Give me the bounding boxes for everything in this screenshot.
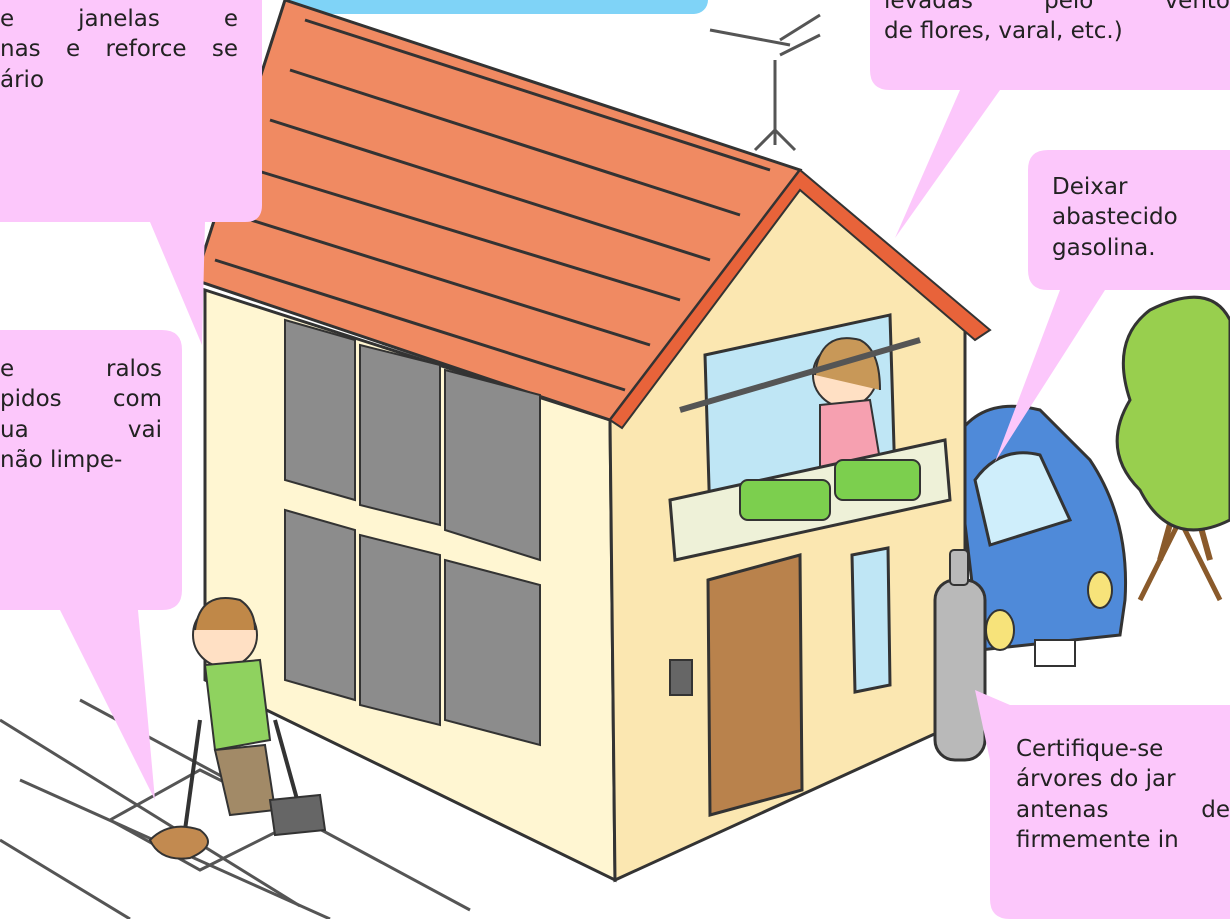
callout-line: Certifique-se	[1016, 736, 1164, 762]
callout-line: firmemente in	[1016, 827, 1179, 854]
callout-trees-text: Certifique-se árvores do jar antenas de …	[1016, 734, 1230, 855]
callout-windows-text: e janelas e nas e reforce se ário	[0, 4, 238, 95]
callout-wind-text: levadas pelo vento de flores, varal, etc…	[884, 0, 1230, 47]
callout-line: árvores do jar	[1016, 766, 1176, 793]
bubble-trees	[975, 690, 1230, 919]
callout-line: de flores, varal, etc.)	[884, 18, 1123, 45]
callout-line: não limpe-	[0, 447, 123, 474]
callout-line: ua vai	[0, 416, 162, 443]
callout-line: levadas pelo vento	[884, 0, 1230, 14]
gas-cylinder-icon	[933, 549, 987, 762]
callout-car-text: Deixar abastecido gasolina.	[1052, 172, 1230, 263]
callout-line: abastecido	[1052, 204, 1178, 231]
bubble-wind	[870, 0, 1230, 238]
boy-cleaning	[148, 597, 327, 860]
top-banner	[290, 0, 708, 14]
callout-line: pidos com	[0, 386, 162, 413]
house	[193, 0, 992, 883]
callout-line: Deixar	[1052, 174, 1128, 200]
callout-line: ário	[0, 66, 45, 93]
callout-line: e ralos	[0, 356, 162, 382]
callout-line: gasolina.	[1052, 234, 1156, 261]
bubble-drains	[0, 330, 182, 800]
car	[953, 404, 1128, 667]
callout-line: antenas de	[1016, 796, 1230, 823]
tree	[1115, 295, 1230, 602]
callout-drains-text: e ralos pidos com ua vai não limpe-	[0, 354, 162, 475]
bubble-car	[995, 150, 1230, 462]
bubble-windows	[0, 0, 262, 345]
callout-line: nas e reforce se	[0, 36, 238, 63]
tv-antenna-icon	[709, 13, 821, 152]
callout-line: e janelas e	[0, 6, 238, 32]
